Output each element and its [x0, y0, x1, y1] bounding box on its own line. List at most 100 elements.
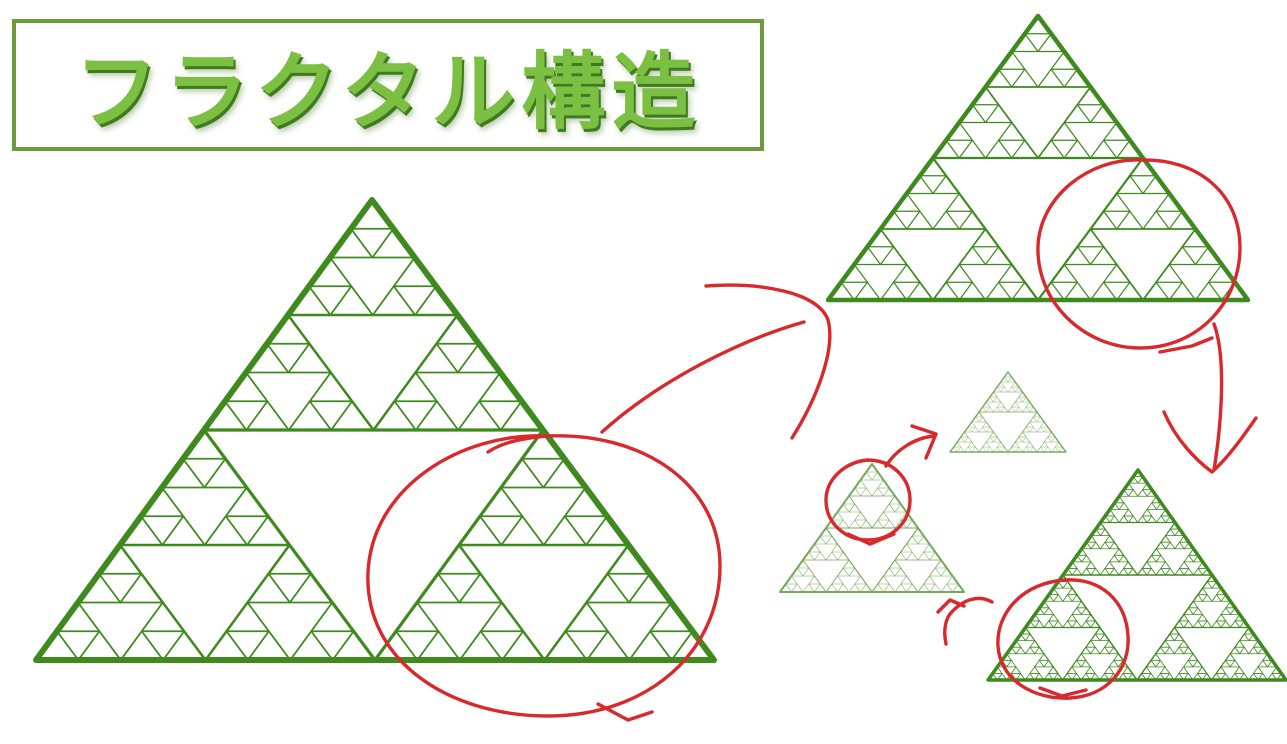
inner-triangle: [1029, 620, 1040, 628]
inner-triangle: [953, 446, 962, 453]
inner-triangle: [1085, 568, 1097, 576]
inner-triangle: [564, 630, 609, 661]
inner-triangle: [877, 487, 890, 497]
inner-triangle: [1050, 281, 1078, 301]
inner-triangle: [888, 503, 902, 513]
small-sierpinski-triangle: [949, 371, 1067, 453]
inner-triangle: [1048, 620, 1059, 628]
inner-triangle: [945, 139, 973, 159]
inner-triangle: [1076, 104, 1105, 124]
inner-triangle: [1076, 659, 1087, 668]
inner-triangle: [1040, 446, 1049, 453]
inner-triangle: [1262, 659, 1273, 668]
inner-triangle: [1179, 568, 1190, 576]
inner-triangle: [992, 673, 1003, 681]
inner-triangle: [893, 281, 921, 301]
main-sierpinski-triangle: [33, 197, 717, 663]
inner-triangle: [395, 630, 440, 661]
inner-triangle: [266, 342, 311, 374]
inner-triangle: [1104, 568, 1115, 576]
inner-triangle: [865, 471, 879, 481]
inner-triangle: [393, 400, 438, 431]
inner-triangle: [1129, 175, 1157, 195]
inner-triangle: [1103, 281, 1131, 301]
inner-triangle: [1234, 620, 1245, 628]
inner-triangle: [1169, 633, 1180, 642]
inner-triangle: [1085, 646, 1096, 655]
inner-triangle: [893, 210, 921, 230]
inner-triangle: [831, 551, 844, 561]
inner-triangle: [1038, 659, 1050, 668]
inner-triangle: [1188, 607, 1199, 615]
inner-triangle: [1104, 673, 1115, 681]
inner-triangle: [1197, 620, 1208, 628]
inner-triangle: [1155, 281, 1183, 301]
inner-triangle: [1010, 673, 1022, 681]
title-text: フラクタル構造: [74, 42, 702, 141]
inner-triangle: [900, 583, 913, 593]
inner-triangle: [1142, 489, 1153, 497]
inner-triangle: [1123, 515, 1134, 523]
inner-triangle: [1011, 646, 1022, 655]
inner-triangle: [923, 583, 936, 593]
inner-triangle: [140, 515, 185, 546]
arrow-bottom-right-to-middle: [936, 596, 994, 646]
inner-triangle: [1076, 607, 1087, 615]
inner-triangle: [1011, 386, 1020, 393]
inner-triangle: [998, 139, 1026, 159]
inner-triangle: [1160, 515, 1171, 523]
inner-triangle: [1234, 673, 1245, 681]
inner-triangle: [1029, 646, 1040, 655]
inner-triangle: [1216, 594, 1227, 602]
inner-triangle: [437, 572, 482, 604]
inner-triangle: [479, 630, 525, 661]
inner-triangle: [877, 583, 890, 593]
inner-triangle: [1067, 568, 1078, 576]
inner-triangle: [392, 285, 438, 316]
inner-triangle: [982, 426, 991, 433]
inner-triangle: [1179, 541, 1190, 550]
inner-triangle: [842, 503, 856, 513]
inner-triangle: [435, 342, 480, 374]
inner-triangle: [1151, 502, 1162, 510]
inner-triangle: [1024, 33, 1052, 53]
inner-triangle: [854, 487, 867, 497]
inner-triangle: [971, 246, 1000, 266]
middle-sierpinski-triangle: [779, 463, 965, 593]
inner-triangle: [1197, 594, 1208, 602]
inner-triangle: [1004, 376, 1012, 383]
inner-triangle: [182, 457, 227, 489]
inner-triangle: [1141, 673, 1152, 681]
inner-triangle: [967, 446, 976, 453]
inner-triangle: [521, 457, 566, 489]
outer-triangle: [949, 371, 1067, 453]
inner-triangle: [971, 104, 1000, 124]
bottom-right-sierpinski-triangle: [986, 468, 1287, 682]
inner-triangle: [1159, 673, 1171, 681]
inner-triangle: [310, 630, 355, 661]
inner-triangle: [1085, 673, 1096, 681]
outer-triangle: [986, 468, 1287, 682]
arrow-top-right-to-bottom-right: [1162, 322, 1258, 474]
inner-triangle: [1197, 673, 1208, 681]
inner-triangle: [1018, 436, 1027, 443]
inner-triangle: [854, 583, 867, 593]
inner-triangle: [982, 406, 991, 413]
arrow-middle-to-small: [884, 424, 938, 468]
inner-triangle: [1048, 673, 1059, 681]
inner-triangle: [1054, 446, 1063, 453]
inner-triangle: [996, 446, 1005, 453]
inner-triangle: [1160, 541, 1171, 550]
inner-triangle: [1094, 633, 1106, 642]
arrow-top-right-hook: [704, 283, 832, 440]
inner-triangle: [1123, 489, 1134, 497]
inner-triangle: [923, 551, 936, 561]
inner-triangle: [1169, 528, 1181, 537]
outer-triangle: [825, 13, 1251, 303]
inner-triangle: [1025, 406, 1034, 413]
inner-triangle: [1188, 554, 1199, 563]
inner-triangle: [854, 519, 867, 529]
inner-triangle: [1025, 446, 1034, 453]
inner-triangle: [606, 572, 651, 604]
inner-triangle: [1123, 568, 1134, 576]
